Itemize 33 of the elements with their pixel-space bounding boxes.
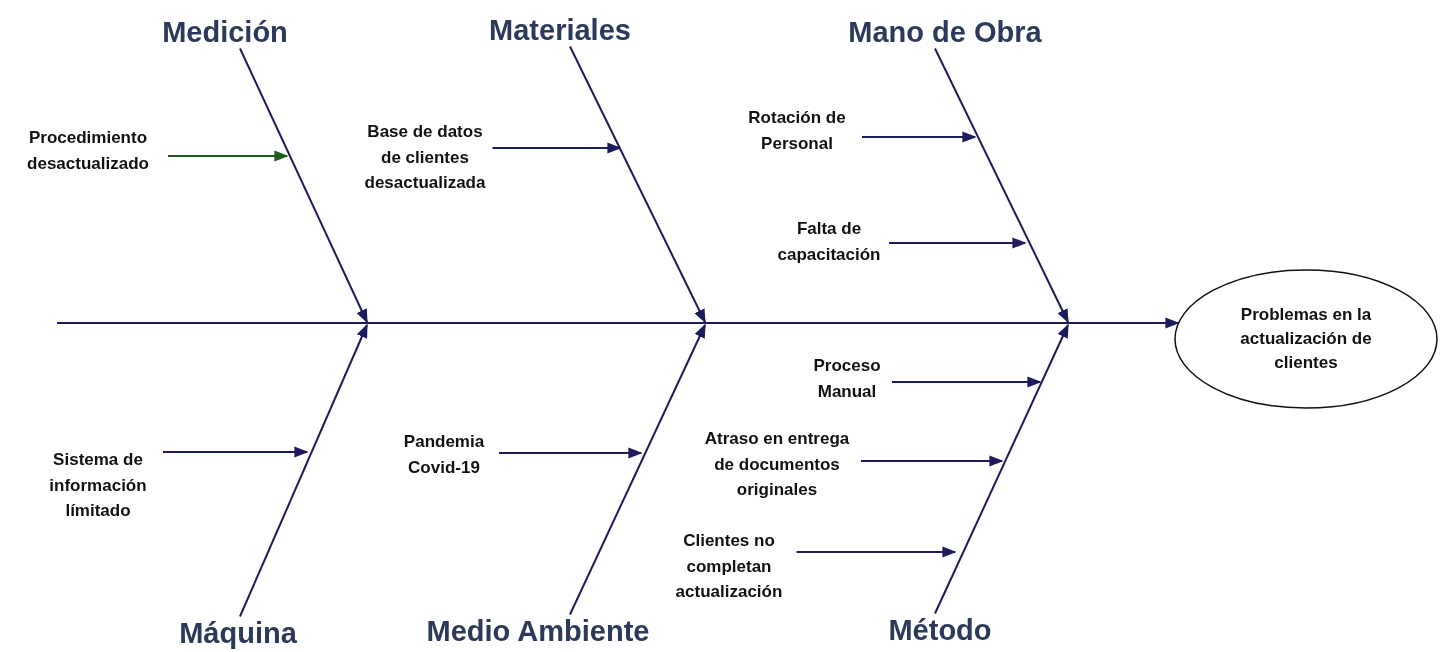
cause-label: Sistema de información límitado [33, 446, 163, 524]
cause-label: Atraso en entrega de documentos originales [693, 425, 861, 503]
arrow [239, 47, 368, 324]
arrow [162, 446, 309, 458]
arrow [934, 323, 1069, 615]
cause-label: Clientes no completan actualización [661, 527, 797, 605]
cause-label: Pandemia Covid-19 [389, 428, 499, 480]
category-heading: Medio Ambiente [426, 614, 650, 648]
cause-label: Falta de capacitación [769, 215, 889, 267]
category-heading: Mano de Obra [848, 15, 1042, 49]
category-heading: Máquina [179, 616, 297, 650]
arrow [498, 447, 643, 459]
arrow [239, 323, 368, 618]
effect-text: Problemas en la actualización de clientes [1239, 304, 1373, 374]
cause-label: Procedimiento desactualizado [8, 124, 168, 176]
category-heading: Método [888, 613, 992, 647]
arrow [167, 150, 289, 162]
category-heading: Materiales [489, 13, 631, 47]
effect-ellipse [1174, 269, 1438, 409]
category-heading: Medición [162, 15, 288, 49]
arrow [795, 546, 957, 558]
arrow [891, 376, 1042, 388]
arrow [861, 131, 977, 143]
cause-label: Proceso Manual [802, 352, 892, 404]
arrow [491, 142, 622, 154]
arrow [888, 237, 1027, 249]
arrow [56, 317, 1180, 329]
cause-label: Rotación de Personal [732, 104, 862, 156]
arrow [569, 323, 706, 616]
arrow [860, 455, 1004, 467]
arrow [569, 45, 706, 324]
cause-label: Base de datos de clientes desactualizada [357, 118, 493, 196]
arrow [934, 47, 1069, 324]
